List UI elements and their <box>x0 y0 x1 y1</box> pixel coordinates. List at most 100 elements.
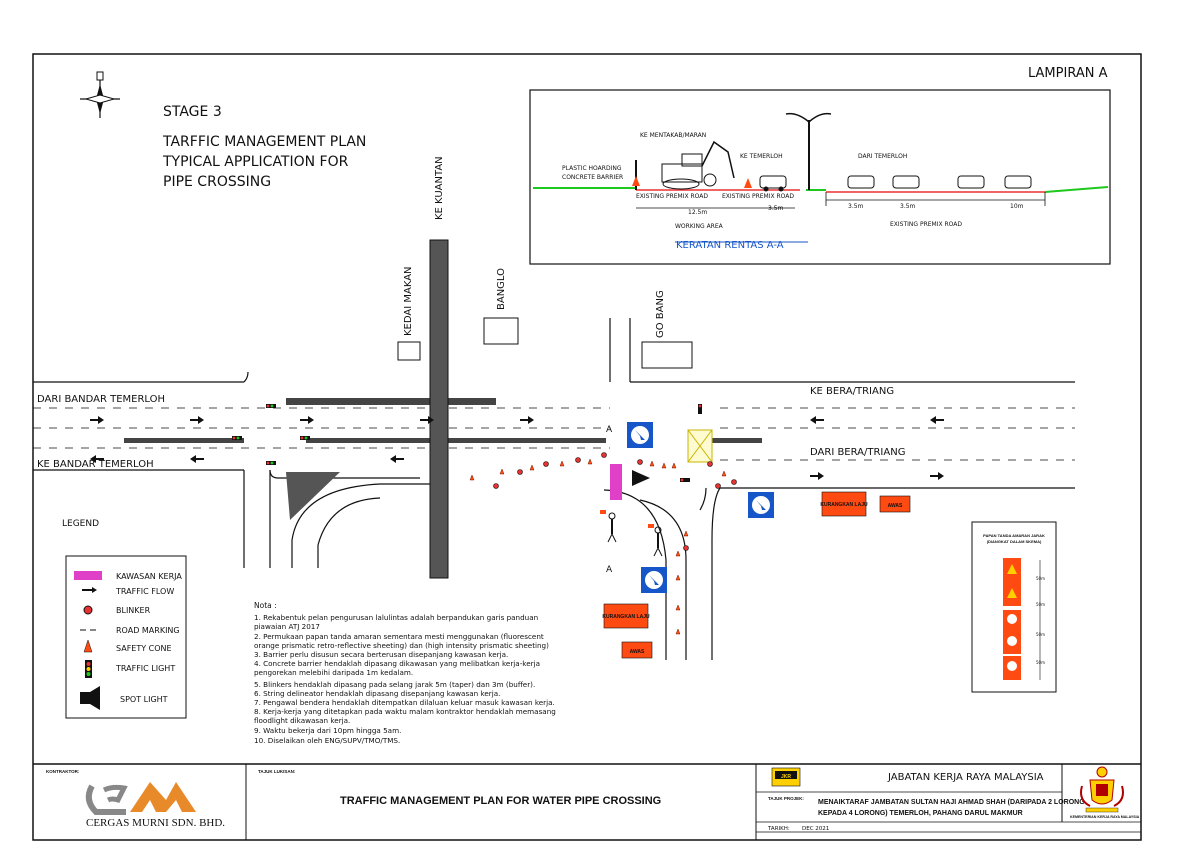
note-line-5: 3. Barrier perlu disusun secara berterus… <box>254 650 508 659</box>
traffic-flow-arrows <box>90 416 944 480</box>
note-line-7: pengorekan melebihi daripada 1m kedalam. <box>254 668 413 677</box>
legend-arrow-icon <box>82 587 97 593</box>
sign-awas-1 <box>879 495 911 513</box>
section-label-existing-premix-2: EXISTING PREMIX ROAD <box>722 193 794 200</box>
safety-cones <box>469 458 727 635</box>
building-go-bang <box>641 341 693 369</box>
section-dim-12-5: 12.5m <box>688 209 707 216</box>
map-label-ke-kuantan: KE KUANTAN <box>434 156 445 220</box>
coat-of-arms-icon <box>1080 766 1124 813</box>
section-dim-3-5a: 3.5m <box>768 205 784 212</box>
note-line-13: 9. Waktu bekerja dari 10pm hingga 5am. <box>254 726 401 735</box>
tarikh-value: DEC 2021 <box>802 826 829 832</box>
legend-label-traffic-light: TRAFFIC LIGHT <box>115 664 175 673</box>
sign-kurangkan-text-1: KURANGKAN LAJU <box>820 502 868 508</box>
note-line-11: 8. Kerja-kerja yang ditetapkan pada wakt… <box>254 707 556 716</box>
building-kedai-makan <box>397 341 421 361</box>
note-line-10: 7. Pengawal bendera hendaklah ditempatka… <box>254 698 555 707</box>
drawing-title: TRAFFIC MANAGEMENT PLAN FOR WATER PIPE C… <box>340 795 661 807</box>
sign-panel-dist-4: 50m <box>1036 660 1045 665</box>
warning-sign-panel <box>971 521 1057 693</box>
sign-awas-2 <box>621 641 653 659</box>
map-label-go-bang: GO BANG <box>655 290 666 338</box>
note-line-9: 6. String delineator hendaklah dipasang … <box>254 689 500 698</box>
section-dim-10: 10m <box>1010 203 1024 210</box>
legend-label-road-marking: ROAD MARKING <box>116 626 180 635</box>
stage-label: STAGE 3 <box>163 104 222 120</box>
blinkers <box>493 452 737 551</box>
note-line-4: orange prismatic retro-reflective sheeti… <box>254 641 549 650</box>
map-label-ke-bera: KE BERA/TRIANG <box>810 386 894 397</box>
sign-kurangkan-laju-2 <box>603 603 649 629</box>
section-dim-3-5c: 3.5m <box>900 203 916 210</box>
title-block <box>33 763 1141 840</box>
note-line-6: 4. Concrete barrier hendaklah dipasang d… <box>254 659 540 668</box>
legend-cone-icon <box>83 639 93 653</box>
jabatan-name: JABATAN KERJA RAYA MALAYSIA <box>887 772 1044 783</box>
section-label-dari-temerloh: DARI TEMERLOH <box>858 153 907 160</box>
note-line-1: 1. Rekabentuk pelan pengurusan lalulinta… <box>254 613 538 622</box>
sign-panel-dist-2: 50m <box>1036 602 1045 607</box>
section-marker-a-bottom: A <box>606 565 613 575</box>
plan-title-line1: TARFFIC MANAGEMENT PLAN <box>162 134 366 150</box>
section-label-working-area: WORKING AREA <box>675 223 724 230</box>
legend-label-safety-cone: SAFETY CONE <box>116 644 172 653</box>
cross-section-panel <box>529 89 1111 265</box>
sign-kurangkan-laju-1 <box>821 491 867 517</box>
section-marker-a-top: A <box>606 425 613 435</box>
tajuk-lukisan-label: TAJUK LUKISAN: <box>258 769 296 774</box>
sign-panel-dist-1: 50m <box>1036 576 1045 581</box>
sign-kurangkan-text-2: KURANGKAN LAJU <box>602 614 650 620</box>
legend-work-zone-swatch <box>74 571 102 580</box>
north-arrow-icon <box>80 71 120 118</box>
jkr-logo <box>771 767 801 787</box>
notes-title: Nota : <box>254 601 277 610</box>
legend-label-blinker: BLINKER <box>116 606 151 615</box>
map-label-dari-bera: DARI BERA/TRIANG <box>810 447 905 458</box>
sign-panel-title: PAPAN TANDA AMARAN JARAK <box>983 533 1045 538</box>
map-label-kedai-makan: KEDAI MAKAN <box>403 266 414 336</box>
kontraktor-label: KONTRAKTOR: <box>46 769 80 774</box>
kementerian-label: KEMENTERIAN KERJA RAYA MALAYSIA <box>1070 815 1140 819</box>
legend-label-spot-light: SPOT LIGHT <box>120 695 168 704</box>
work-zone <box>610 464 622 500</box>
section-title: KERATAN RENTAS A-A <box>676 240 784 251</box>
cergas-murni-logo <box>85 782 196 815</box>
sign-awas-text-2: AWAS <box>630 649 645 655</box>
tajuk-projek-label: TAJUK PROJEK: <box>768 796 804 801</box>
project-title-line1: MENAIKTARAF JAMBATAN SULTAN HAJI AHMAD S… <box>818 799 1085 806</box>
section-dim-3-5b: 3.5m <box>848 203 864 210</box>
flagman-icons <box>600 510 663 557</box>
legend-box <box>65 555 187 719</box>
section-label-concrete-barrier: CONCRETE BARRIER <box>562 174 623 181</box>
section-label-plastic-hoarding: PLASTIC HOARDING <box>562 165 622 172</box>
traffic-light-icons <box>232 404 702 482</box>
sheet-border <box>32 53 1142 841</box>
map-label-dari-bandar: DARI BANDAR TEMERLOH <box>37 394 165 405</box>
section-label-ke-mentakab: KE MENTAKAB/MARAN <box>640 132 706 139</box>
building-banglo <box>483 317 519 345</box>
note-line-12: floodlight dikawasan kerja. <box>254 716 350 725</box>
note-line-8: 5. Blinkers hendaklah dipasang pada sela… <box>254 680 535 689</box>
legend-title: LEGEND <box>62 519 99 529</box>
spot-light-icon <box>632 470 650 486</box>
sign-panel-dist-3: 50m <box>1036 632 1045 637</box>
note-line-14: 10. Diselaikan oleh ENG/SUPV/TMO/TMS. <box>254 736 400 745</box>
keep-left-sign-icons <box>627 422 774 593</box>
section-label-existing-premix-1: EXISTING PREMIX ROAD <box>636 193 708 200</box>
map-label-banglo: BANGLO <box>496 268 507 310</box>
sign-panel-subtitle: (DIANGKAT DALAM SKEMA) <box>987 539 1042 544</box>
road-network <box>33 239 1075 660</box>
lampiran-label: LAMPIRAN A <box>1028 66 1108 81</box>
legend-blinker-icon <box>83 605 93 615</box>
plan-title-line2: TYPICAL APPLICATION FOR <box>162 154 349 170</box>
note-line-3: 2. Permukaan papan tanda amaran sementar… <box>254 632 544 641</box>
note-line-2: piawaian ATJ 2017 <box>254 622 320 631</box>
project-title-line2: KEPADA 4 LORONG) TEMERLOH, PAHANG DARUL … <box>818 810 1023 817</box>
map-label-ke-bandar: KE BANDAR TEMERLOH <box>37 459 154 470</box>
company-name: CERGAS MURNI SDN. BHD. <box>86 817 225 829</box>
plan-title-line3: PIPE CROSSING <box>163 174 271 190</box>
legend-spot-light-icon <box>80 686 100 710</box>
section-label-ke-temerloh: KE TEMERLOH <box>740 153 783 160</box>
